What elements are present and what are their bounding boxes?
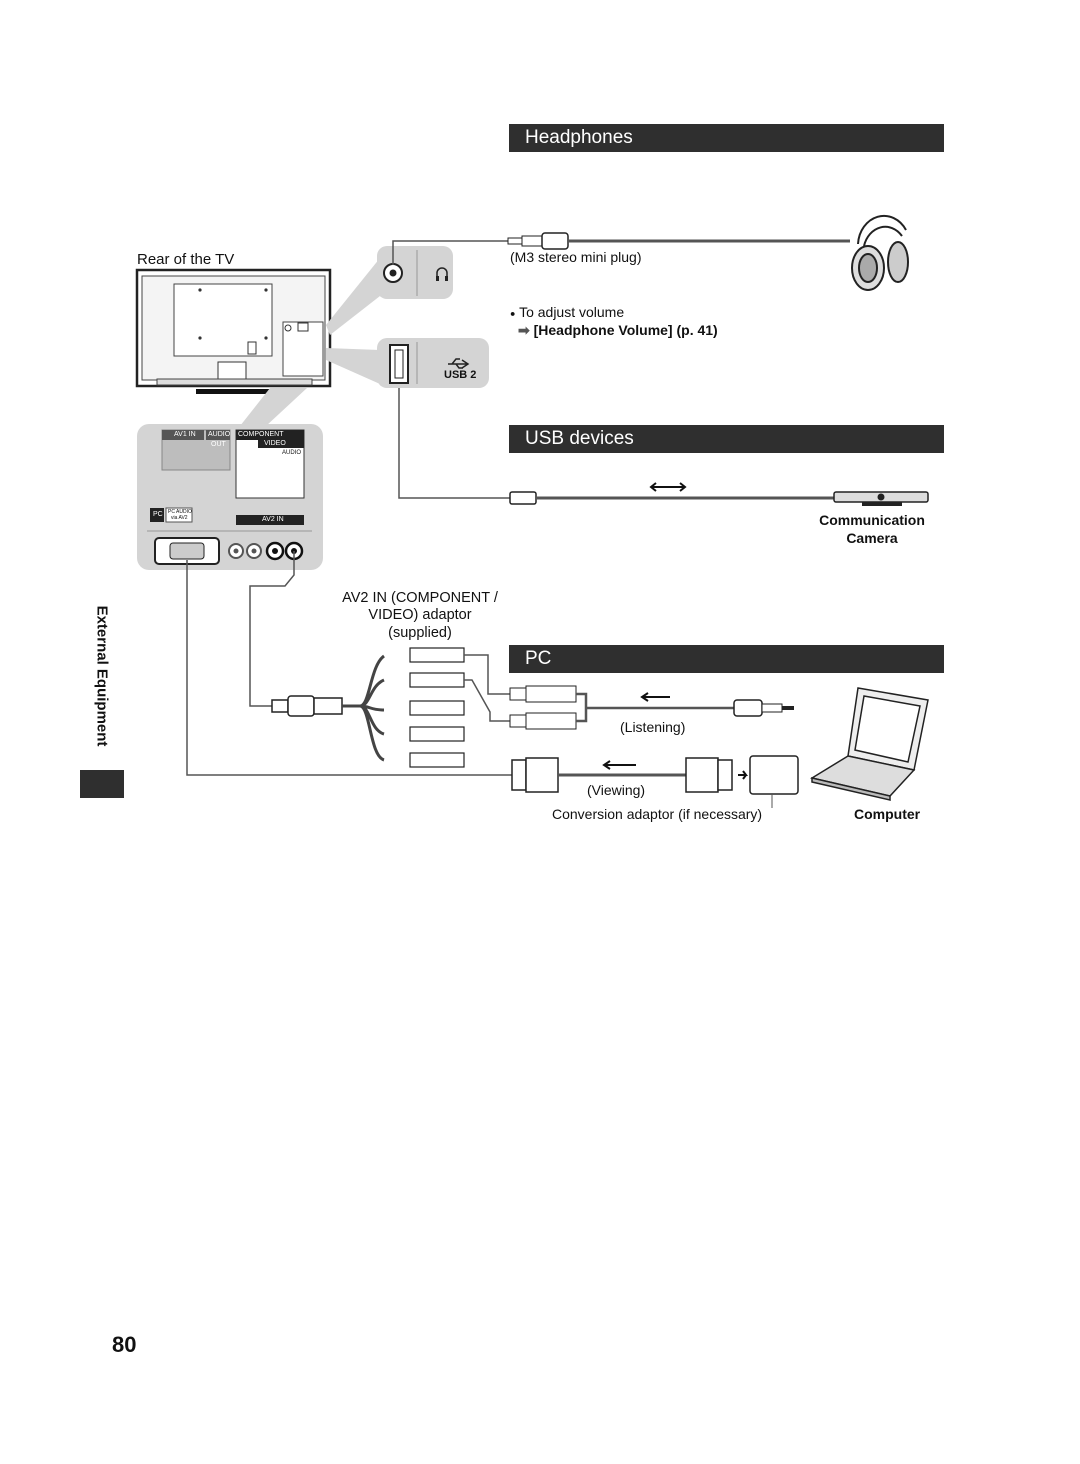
- computer-label: Computer: [854, 806, 921, 822]
- pc-audio-label: PC AUDIO: [168, 509, 192, 515]
- av2-label-1: AV2 IN (COMPONENT /: [342, 590, 498, 606]
- adjust-volume-text: To adjust volume: [519, 304, 625, 320]
- headphone-jack-panel: [377, 246, 453, 299]
- headphones-illustration: [851, 214, 909, 291]
- via-av2-label: via AV2: [171, 515, 188, 521]
- side-tab-marker: [80, 770, 124, 798]
- side-section-label: External Equipment: [93, 605, 111, 747]
- pc-rgb-cable: [186, 560, 799, 808]
- av2-label-2: VIDEO) adaptor: [368, 607, 472, 623]
- video-label: VIDEO: [264, 440, 286, 447]
- av1-in-label: AV1 IN: [174, 431, 196, 438]
- computer-illustration: [810, 687, 929, 801]
- viewing-label: (Viewing): [587, 782, 646, 798]
- headphone-volume-link: [Headphone Volume] (p. 41): [533, 322, 718, 338]
- audio-out-label: AUDIO: [208, 431, 231, 438]
- adjust-volume-note: ● To adjust volume: [510, 303, 624, 322]
- av2-in-label: AV2 IN: [262, 516, 284, 523]
- connection-diagram: [135, 214, 929, 808]
- conversion-adaptor-label: Conversion adaptor (if necessary): [552, 806, 763, 822]
- section-header-headphones: Headphones: [509, 124, 944, 152]
- out-label: OUT: [211, 441, 226, 448]
- comm-camera-label-2: Camera: [846, 530, 898, 546]
- tv-rear-illustration: [135, 268, 332, 394]
- usb-port-panel: [377, 338, 489, 388]
- comm-camera-label-1: Communication: [819, 512, 925, 528]
- headphone-volume-ref: ➡ [Headphone Volume] (p. 41): [518, 321, 718, 339]
- av-terminal-panel: [137, 424, 323, 570]
- audio-label: AUDIO: [282, 450, 302, 456]
- component-label: COMPONENT: [238, 431, 284, 438]
- mini-plug-label: (M3 stereo mini plug): [510, 249, 642, 265]
- communication-camera-illustration: [833, 491, 929, 506]
- listening-label: (Listening): [620, 719, 686, 735]
- audio-plugs: [509, 685, 794, 730]
- reference-arrow-icon: ➡: [518, 322, 530, 338]
- section-header-usb: USB devices: [509, 425, 944, 453]
- headphone-cable: [392, 232, 850, 265]
- pc-terminal-label: PC: [153, 511, 163, 518]
- page-number: 80: [112, 1332, 137, 1357]
- av2-adaptor: [249, 551, 510, 768]
- usb2-label: USB 2: [444, 369, 477, 381]
- av2-label-3: (supplied): [388, 625, 452, 641]
- usb-cable: [398, 388, 836, 505]
- bullet-icon: ●: [510, 308, 516, 319]
- section-header-pc: PC: [509, 645, 944, 673]
- rear-tv-label: Rear of the TV: [137, 251, 235, 268]
